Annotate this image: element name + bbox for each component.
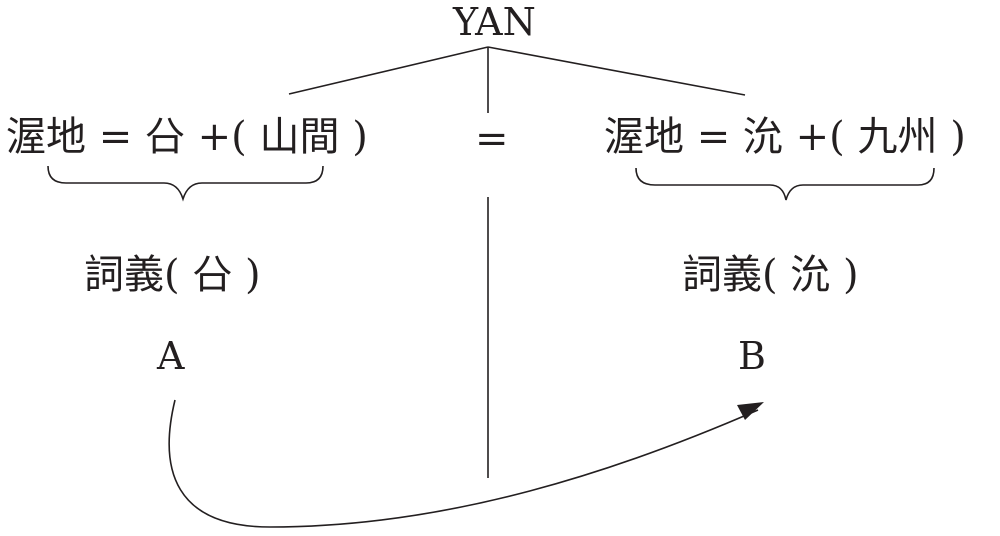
left-meaning: 詞義( 㕣 ) <box>84 252 261 298</box>
right-meaning: 詞義( 沇 ) <box>682 252 859 298</box>
root-label: YAN <box>453 0 536 44</box>
node-b-label: B <box>738 334 766 378</box>
root-branch-left <box>288 46 489 95</box>
arrow-head <box>737 402 764 420</box>
right-underbrace <box>635 167 935 201</box>
right-equation: 渥地 = 沇 +( 九州 ) <box>604 114 966 160</box>
equals-sign: = <box>475 116 509 162</box>
left-equation: 渥地 = 㕣 +( 山間 ) <box>6 114 368 160</box>
left-underbrace <box>47 165 324 202</box>
node-a-label: A <box>157 334 185 378</box>
root-branch-right <box>487 46 746 96</box>
arrow-a-to-b <box>168 399 759 528</box>
